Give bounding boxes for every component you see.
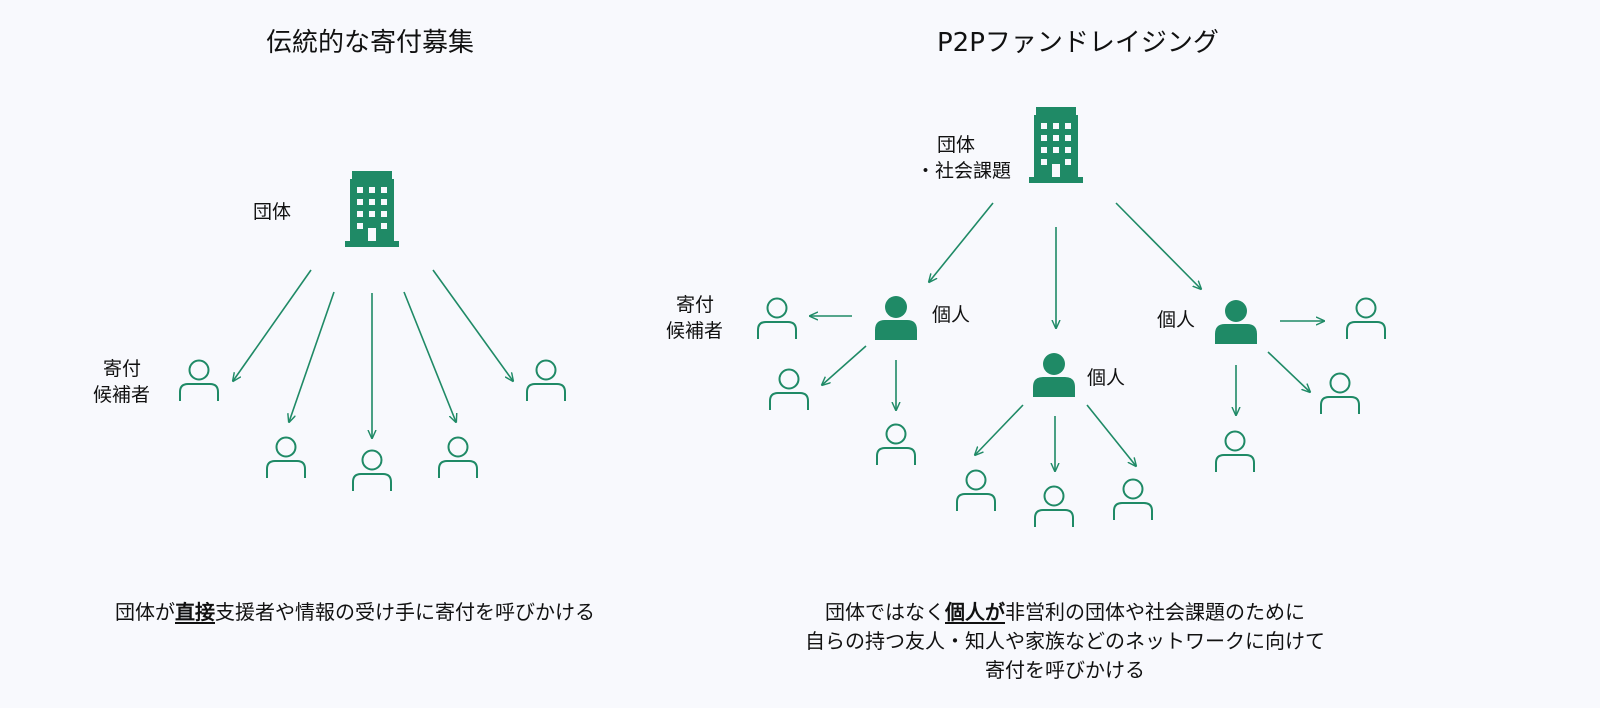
traditional-donor-label-line1: 寄付 [103, 358, 142, 380]
traditional-donor-icon-3 [352, 449, 392, 492]
traditional-title: 伝統的な寄付募集 [266, 28, 475, 58]
traditional-caption-post: 支援者や情報の受け手に寄付を呼びかける [215, 600, 595, 624]
traditional-donor-icon-2 [266, 436, 306, 479]
traditional-donor-label-line2: 候補者 [93, 384, 151, 406]
traditional-arrow-4 [403, 291, 456, 422]
traditional-arrow-1 [233, 269, 312, 381]
p2p-org-label-line2: ・社会課題 [916, 160, 1012, 182]
p2p-individual-icon-right [1215, 300, 1257, 344]
p2p-donor-icon-7 [1346, 297, 1386, 340]
p2p-donor-label-line1: 寄付 [676, 294, 715, 316]
p2p-title: P2Pファンドレイジング [937, 28, 1219, 58]
p2p-caption-line1-post: 非営利の団体や社会課題のために [1005, 600, 1305, 624]
p2p-individual-label-center: 個人 [1087, 367, 1126, 389]
p2p-individual-label-left: 個人 [932, 304, 971, 326]
p2p-caption-line1-emphasis: 個人が [945, 600, 1005, 624]
traditional-building-icon [345, 171, 399, 247]
p2p-arrow-1 [929, 202, 994, 282]
p2p-donor-icon-8 [1320, 372, 1360, 415]
p2p-building-icon [1029, 107, 1083, 183]
p2p-donor-icon-2 [769, 368, 809, 411]
traditional-donor-icon-5 [526, 359, 566, 402]
traditional-caption-pre: 団体が [115, 600, 175, 624]
p2p-individual-icon-center [1033, 353, 1075, 397]
p2p-individual-icon-left [875, 296, 917, 340]
traditional-caption: 団体が直接支援者や情報の受け手に寄付を呼びかける [75, 598, 635, 627]
p2p-donor-icon-4 [956, 469, 996, 512]
traditional-caption-emphasis: 直接 [175, 600, 215, 624]
p2p-caption-line2: 自らの持つ友人・知人や家族などのネットワークに向けて [805, 629, 1325, 653]
p2p-caption-line1: 団体ではなく個人が非営利の団体や社会課題のために [760, 598, 1370, 627]
p2p-arrow-11 [1267, 351, 1310, 392]
p2p-donor-icon-6 [1113, 478, 1153, 521]
traditional-donor-icon-1 [179, 359, 219, 402]
p2p-arrow-3 [1115, 202, 1201, 289]
p2p-donor-label-line2: 候補者 [666, 320, 724, 342]
p2p-caption-line3: 寄付を呼びかける [985, 658, 1145, 682]
traditional-arrow-5 [432, 269, 513, 381]
p2p-arrow-9 [1086, 404, 1136, 466]
traditional-arrow-2 [289, 291, 335, 422]
p2p-donor-icon-9 [1215, 430, 1255, 473]
traditional-donor-icon-4 [438, 436, 478, 479]
p2p-individual-label-right: 個人 [1157, 309, 1196, 331]
p2p-donor-icon-5 [1034, 485, 1074, 528]
p2p-arrow-7 [975, 404, 1024, 455]
p2p-arrow-5 [822, 345, 867, 385]
p2p-donor-icon-1 [757, 297, 797, 340]
traditional-org-label: 団体 [253, 201, 292, 223]
p2p-caption-line1-pre: 団体ではなく [825, 600, 945, 624]
p2p-donor-icon-3 [876, 423, 916, 466]
p2p-org-label-line1: 団体 [937, 134, 976, 156]
